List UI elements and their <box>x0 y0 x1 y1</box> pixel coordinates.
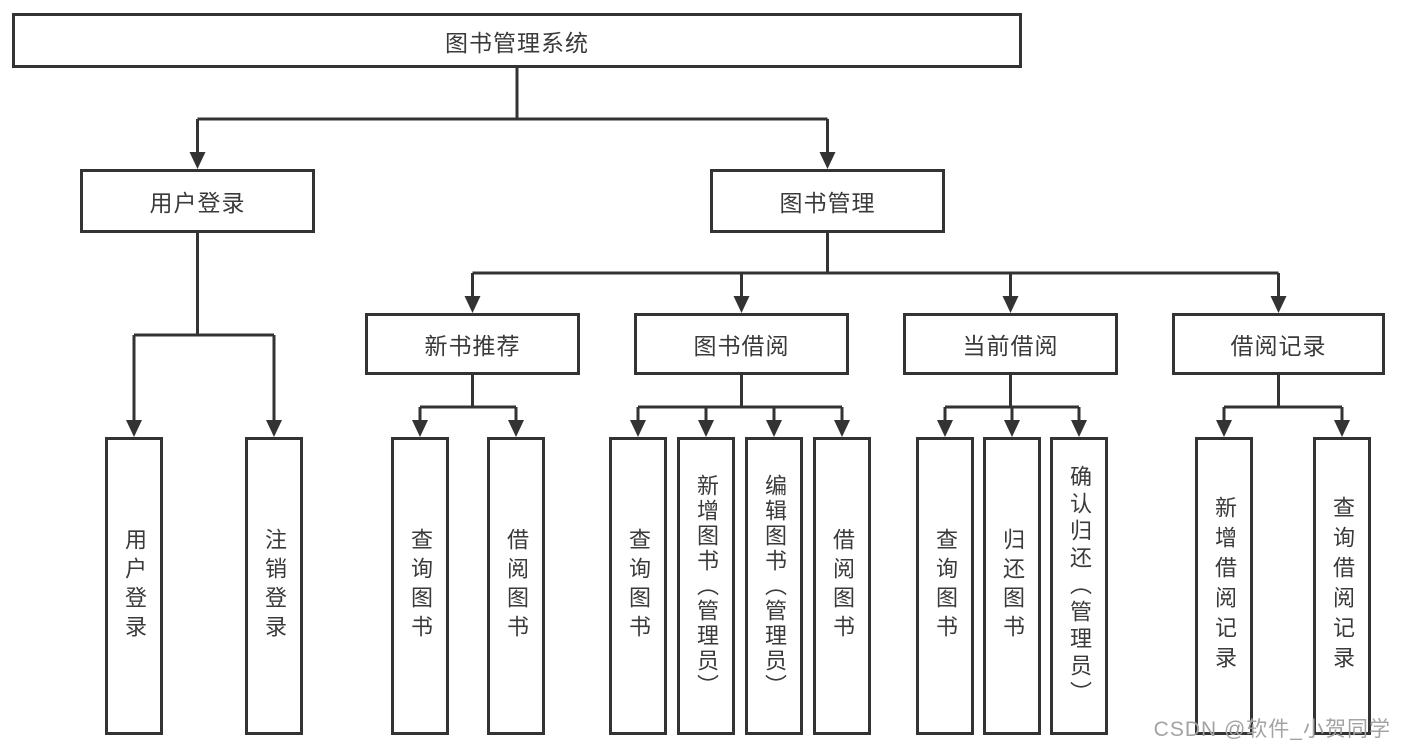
leaf-label: 借阅图书 <box>830 528 855 644</box>
watermark: CSDN @软件_小贺同学 <box>1153 718 1391 741</box>
leaf-query-borrow-record: 查询借阅记录 <box>1313 437 1371 735</box>
leaf-edit-book-admin: 编辑图书（管理员） <box>745 437 803 735</box>
node-book-borrow: 图书借阅 <box>634 313 849 375</box>
leaf-label: 借阅图书 <box>504 528 529 644</box>
leaf-label: 归还图书 <box>1000 528 1025 644</box>
leaf-return-book: 归还图书 <box>983 437 1041 735</box>
leaf-borrow-book-2: 借阅图书 <box>813 437 871 735</box>
leaf-query-book-2: 查询图书 <box>609 437 667 735</box>
leaf-label: 查询图书 <box>933 528 958 644</box>
leaf-label: 注销登录 <box>262 528 287 644</box>
leaf-label: 查询借阅记录 <box>1330 496 1355 676</box>
leaf-label: 用户登录 <box>122 528 147 644</box>
leaf-label: 新增图书（管理员） <box>694 473 719 699</box>
leaf-logout: 注销登录 <box>245 437 303 735</box>
node-new-book-rec: 新书推荐 <box>365 313 580 375</box>
leaf-label: 编辑图书（管理员） <box>762 473 787 699</box>
node-book-mgmt: 图书管理 <box>710 169 945 233</box>
leaf-query-book-1: 查询图书 <box>391 437 449 735</box>
node-user-login: 用户登录 <box>80 169 315 233</box>
leaf-add-book-admin: 新增图书（管理员） <box>677 437 735 735</box>
node-borrow-records: 借阅记录 <box>1172 313 1385 375</box>
leaf-borrow-book-1: 借阅图书 <box>487 437 545 735</box>
leaf-add-borrow-record: 新增借阅记录 <box>1195 437 1253 735</box>
root-node: 图书管理系统 <box>12 13 1022 68</box>
leaf-label: 查询图书 <box>408 528 433 644</box>
node-current-borrow: 当前借阅 <box>903 313 1118 375</box>
leaf-label: 新增借阅记录 <box>1212 496 1237 676</box>
leaf-label: 确认归还（管理员） <box>1067 464 1092 708</box>
leaf-user-login: 用户登录 <box>105 437 163 735</box>
leaf-confirm-return-admin: 确认归还（管理员） <box>1050 437 1108 735</box>
leaf-label: 查询图书 <box>626 528 651 644</box>
leaf-query-book-3: 查询图书 <box>916 437 974 735</box>
